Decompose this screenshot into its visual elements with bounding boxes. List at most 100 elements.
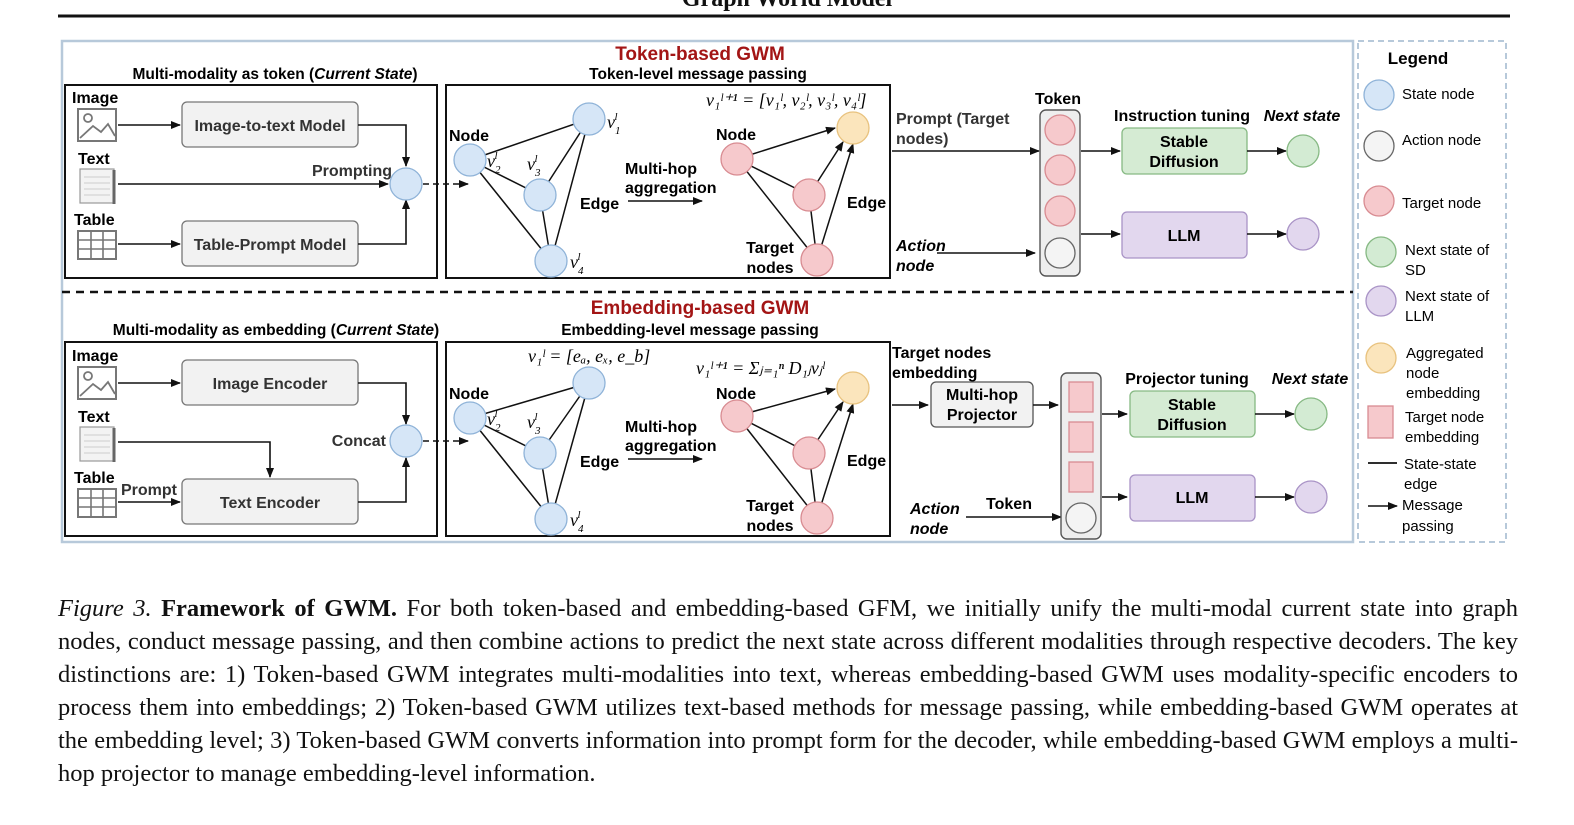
legend-target-embedding-swatch bbox=[1367, 405, 1394, 439]
emb-node-var-v2: v2l bbox=[487, 408, 501, 434]
token-table-label: Table bbox=[74, 212, 115, 229]
embedding-graph-box bbox=[445, 341, 891, 537]
legend-aggregated-label-2: node bbox=[1406, 365, 1439, 382]
legend-target-node-label: Target node bbox=[1402, 195, 1481, 212]
emb-node-var-v4: v4l bbox=[570, 509, 584, 535]
caption-title: Framework of GWM. bbox=[161, 595, 398, 622]
emb-multihop-label-1: Multi-hop bbox=[625, 419, 697, 436]
arrow bbox=[358, 382, 410, 425]
embedding-section-title: Embedding-based GWM bbox=[591, 298, 810, 319]
embedding-stack bbox=[1060, 372, 1102, 540]
emb-edge-label: Edge bbox=[580, 454, 619, 471]
projector-label-2: Projector bbox=[947, 407, 1017, 424]
arrow bbox=[358, 199, 410, 245]
token-action-label-2: node bbox=[896, 258, 934, 275]
token-sd-next-state-node bbox=[1286, 134, 1320, 168]
legend-title: Legend bbox=[1388, 49, 1448, 68]
token-llm-box bbox=[1121, 211, 1248, 259]
prompt-target-label-2: nodes) bbox=[896, 131, 948, 148]
legend-target-embedding-label-2: embedding bbox=[1405, 429, 1479, 446]
emb-graph-left bbox=[453, 366, 606, 536]
legend-target-embedding-label-1: Target node bbox=[1405, 409, 1484, 426]
prompt-target-label-1: Prompt (Target bbox=[896, 111, 1010, 128]
concat-label: Concat bbox=[332, 433, 387, 450]
token-node-label-right: Node bbox=[716, 127, 756, 144]
legend-aggregated-label-3: embedding bbox=[1406, 385, 1480, 402]
emb-state-node-merged bbox=[389, 424, 423, 458]
legend-edge-label-1: State-state bbox=[1404, 456, 1477, 473]
emb-llm-next-state-node bbox=[1294, 480, 1328, 514]
token-text-label: Text bbox=[78, 151, 110, 168]
legend-state-node-label: State node bbox=[1402, 86, 1475, 103]
token-section-title: Token-based GWM bbox=[615, 44, 785, 65]
node-var-v2: v2l bbox=[487, 150, 501, 176]
emb-node-var-v3: v3l bbox=[527, 411, 541, 437]
token-target-label-2: nodes bbox=[746, 260, 793, 277]
legend-action-node-label: Action node bbox=[1402, 132, 1481, 149]
projector-tuning-label: Projector tuning bbox=[1125, 371, 1249, 388]
token-token-label: Token bbox=[1035, 91, 1081, 108]
table-prompt-model-label: Table-Prompt Model bbox=[194, 237, 347, 254]
page-header: Graph World Model bbox=[0, 0, 1574, 13]
image-icon bbox=[77, 366, 117, 400]
arrow bbox=[358, 124, 410, 167]
image-encoder-label: Image Encoder bbox=[213, 376, 328, 393]
token-node-label: Node bbox=[449, 128, 489, 145]
emb-sd-label-2: Diffusion bbox=[1157, 417, 1226, 434]
emb-text-label: Text bbox=[78, 409, 110, 426]
token-target-token bbox=[1044, 154, 1076, 186]
token-graph-right bbox=[720, 111, 870, 277]
prompting-label: Prompting bbox=[312, 163, 392, 180]
token-formula: v₁ˡ⁺¹ = [v₁ˡ, v₂ˡ, v₃ˡ, v₄ˡ] bbox=[706, 90, 867, 110]
token-input-box bbox=[64, 84, 438, 279]
target-nodes-embedding-label-1: Target nodes bbox=[892, 345, 991, 362]
text-document-icon bbox=[79, 168, 116, 204]
legend-llm-label-1: Next state of bbox=[1405, 288, 1490, 305]
emb-image-label: Image bbox=[72, 348, 118, 365]
token-target-token bbox=[1044, 195, 1076, 227]
emb-llm-label: LLM bbox=[1176, 490, 1209, 507]
gwm-framework-diagram: Token-based GWM Multi-modality as token … bbox=[58, 14, 1510, 544]
token-mid-title: Token-level message passing bbox=[589, 66, 807, 83]
token-llm-label: LLM bbox=[1168, 228, 1201, 245]
caption-text: For both token-based and embedding-based… bbox=[58, 595, 1519, 787]
emb-action-label-1: Action bbox=[909, 501, 960, 518]
figure-caption: Figure 3. Framework of GWM. For both tok… bbox=[58, 592, 1518, 790]
embedding-mid-title: Embedding-level message passing bbox=[561, 322, 819, 339]
text-encoder-label: Text Encoder bbox=[220, 495, 320, 512]
legend-state-node-swatch bbox=[1363, 79, 1395, 111]
token-image-label: Image bbox=[72, 90, 118, 107]
instruction-tuning-label: Instruction tuning bbox=[1114, 108, 1250, 125]
emb-sd-next-state-node bbox=[1294, 397, 1328, 431]
target-nodes-embedding-label-2: embedding bbox=[892, 365, 977, 382]
emb-edge-label-right: Edge bbox=[847, 453, 886, 470]
emb-target-label-1: Target bbox=[746, 498, 794, 515]
token-multihop-label-1: Multi-hop bbox=[625, 161, 697, 178]
legend-action-node-swatch bbox=[1363, 130, 1395, 162]
node-var-v4: v4l bbox=[570, 251, 584, 277]
embedding-left-title: Multi-modality as embedding (Current Sta… bbox=[113, 322, 439, 339]
token-edge-label-right: Edge bbox=[847, 195, 886, 212]
token-graph-left bbox=[453, 102, 606, 278]
token-left-title: Multi-modality as token (Current State) bbox=[132, 66, 417, 83]
legend-aggregated-label-1: Aggregated bbox=[1406, 345, 1484, 362]
projector-label-1: Multi-hop bbox=[946, 387, 1018, 404]
emb-next-state-label: Next state bbox=[1272, 371, 1349, 388]
arrow bbox=[358, 457, 410, 503]
token-next-state-label: Next state bbox=[1264, 108, 1341, 125]
target-node-embedding bbox=[1068, 421, 1094, 453]
target-node-embedding bbox=[1068, 381, 1094, 413]
token-sd-label-1: Stable bbox=[1160, 134, 1208, 151]
image-icon bbox=[77, 108, 117, 142]
emb-action-token bbox=[1065, 502, 1097, 534]
legend-panel bbox=[1357, 40, 1507, 543]
token-llm-next-state-node bbox=[1286, 217, 1320, 251]
emb-sd-label-1: Stable bbox=[1168, 397, 1216, 414]
table-icon bbox=[77, 230, 117, 260]
table-icon bbox=[77, 488, 117, 518]
emb-multihop-label-2: aggregation bbox=[625, 438, 717, 455]
token-target-token bbox=[1044, 114, 1076, 146]
arrow bbox=[118, 441, 274, 478]
token-graph-box bbox=[445, 84, 891, 279]
token-edge-label: Edge bbox=[580, 196, 619, 213]
